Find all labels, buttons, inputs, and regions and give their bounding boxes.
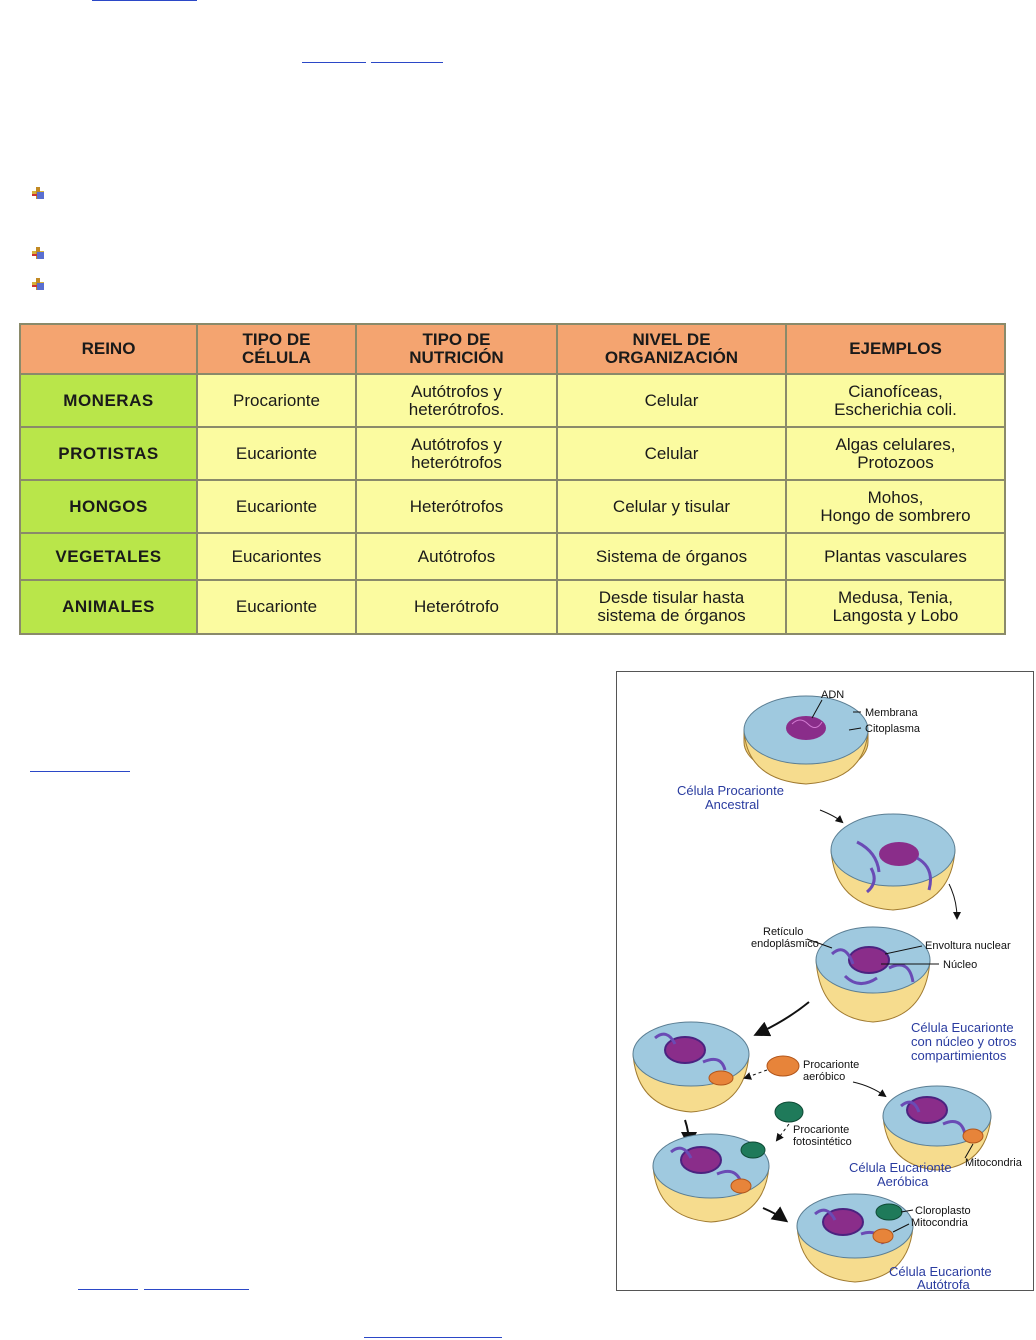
cell-eukaryote-nucleus xyxy=(815,926,931,1023)
cell-reino: PROTISTAS xyxy=(19,426,198,481)
link-5[interactable] xyxy=(364,1337,502,1338)
label-mitocondria-1: Mitocondria xyxy=(965,1157,1023,1169)
cell-nivel: Sistema de órganos xyxy=(556,532,787,581)
bullet-icon xyxy=(32,187,44,199)
cell-celula: Eucariontes xyxy=(196,532,357,581)
caption-ancestral-1: Célula Procarionte xyxy=(677,783,784,798)
cell-nutricion: Heterótrofos xyxy=(355,479,558,534)
bullet-icon xyxy=(32,278,44,290)
label-fotosint-2: fotosintético xyxy=(793,1136,852,1148)
aerobic-prokaryote xyxy=(766,1055,800,1077)
cell-evolution-figure: ADN Membrana Citoplasma Célula Procarion… xyxy=(616,671,1034,1291)
caption-nucleo-3: compartimientos xyxy=(911,1048,1007,1063)
label-envoltura: Envoltura nuclear xyxy=(925,940,1011,952)
table-row: VEGETALES Eucariontes Autótrofos Sistema… xyxy=(19,532,1006,581)
caption-aerobica-2: Aeróbica xyxy=(877,1174,929,1189)
cell-ejemplos: Medusa, Tenia,Langosta y Lobo xyxy=(785,579,1006,635)
link-2b[interactable] xyxy=(371,62,443,63)
cell-ejemplos: Cianofíceas,Escherichia coli. xyxy=(785,373,1006,428)
cell-nutricion: Autótrofos xyxy=(355,532,558,581)
caption-ancestral-2: Ancestral xyxy=(705,797,759,812)
link-4a[interactable] xyxy=(78,1289,138,1290)
cell-engulfing-aerobic xyxy=(632,1021,750,1113)
link-top[interactable] xyxy=(92,0,197,1)
cell-reino: HONGOS xyxy=(19,479,198,534)
cell-reino: ANIMALES xyxy=(19,579,198,635)
label-citoplasma: Citoplasma xyxy=(865,723,921,735)
link-2a[interactable] xyxy=(302,62,366,63)
label-reticulo-1: Retículo xyxy=(763,926,803,938)
cell-evolution-diagram: ADN Membrana Citoplasma Célula Procarion… xyxy=(632,689,1023,1290)
cell-nutricion: Heterótrofo xyxy=(355,579,558,635)
label-aerobico-1: Procarionte xyxy=(803,1059,859,1071)
cell-ancestral xyxy=(743,695,869,785)
cell-ejemplos: Mohos,Hongo de sombrero xyxy=(785,479,1006,534)
label-nucleo: Núcleo xyxy=(943,959,977,971)
table-row: ANIMALES Eucarionte Heterótrofo Desde ti… xyxy=(19,579,1006,635)
caption-aerobica-1: Célula Eucarionte xyxy=(849,1160,952,1175)
label-mitocondria-2: Mitocondria xyxy=(911,1217,969,1229)
header-reino: REINO xyxy=(19,323,198,375)
cell-celula: Eucarionte xyxy=(196,426,357,481)
cell-ejemplos: Plantas vasculares xyxy=(785,532,1006,581)
cell-eukaryote-autotrophic xyxy=(796,1193,914,1283)
photosynthetic-prokaryote xyxy=(774,1101,804,1123)
label-fotosint-1: Procarionte xyxy=(793,1124,849,1136)
caption-autotrofa-1: Célula Eucarionte xyxy=(889,1264,992,1279)
cell-reino: MONERAS xyxy=(19,373,198,428)
cell-nivel: Celular xyxy=(556,426,787,481)
cell-celula: Procarionte xyxy=(196,373,357,428)
cell-reino: VEGETALES xyxy=(19,532,198,581)
caption-nucleo-2: con núcleo y otros xyxy=(911,1034,1017,1049)
cell-nivel: Celular xyxy=(556,373,787,428)
label-cloroplasto: Cloroplasto xyxy=(915,1205,971,1217)
label-adn: ADN xyxy=(821,689,844,701)
cell-celula: Eucarionte xyxy=(196,479,357,534)
cell-eukaryote-aerobic xyxy=(882,1085,992,1171)
cell-celula: Eucarionte xyxy=(196,579,357,635)
cell-nivel: Celular y tisular xyxy=(556,479,787,534)
cell-engulfing-photosynthetic xyxy=(652,1133,770,1223)
label-membrana: Membrana xyxy=(865,707,918,719)
cell-invaginating xyxy=(830,813,956,911)
bullet-icon xyxy=(32,247,44,259)
cell-ejemplos: Algas celulares,Protozoos xyxy=(785,426,1006,481)
label-reticulo-2: endoplásmico xyxy=(751,938,819,950)
caption-autotrofa-2: Autótrofa xyxy=(917,1277,971,1290)
link-3[interactable] xyxy=(30,771,130,772)
caption-nucleo-1: Célula Eucarionte xyxy=(911,1020,1014,1035)
table-row: HONGOS Eucarionte Heterótrofos Celular y… xyxy=(19,479,1006,534)
link-4b[interactable] xyxy=(144,1289,249,1290)
header-ejemplos: EJEMPLOS xyxy=(785,323,1006,375)
label-aerobico-2: aeróbico xyxy=(803,1071,845,1083)
